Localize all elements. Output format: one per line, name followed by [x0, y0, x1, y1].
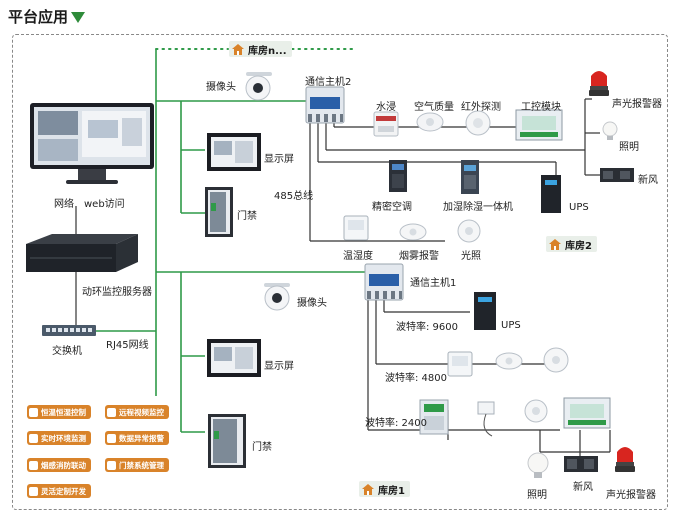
temp-humid-label: 温湿度 [343, 251, 373, 262]
host-1-label: 通信主机1 [410, 278, 457, 289]
room-n-tag: 库房n... [229, 41, 292, 57]
precision-ac-label: 精密空调 [372, 202, 412, 213]
monitor-icon [30, 103, 154, 184]
feature-badge: 门禁系统管理 [105, 458, 169, 472]
bus-485-label: 485总线 [274, 191, 314, 202]
lower-alarm-label: 声光报警器 [606, 490, 656, 501]
alarm-label: 声光报警器 [612, 99, 662, 110]
feature-badge: 恒温恒湿控制 [27, 405, 91, 419]
lower-display-icon [207, 339, 261, 377]
light-bulb-icon [602, 121, 618, 140]
switch-label: 交换机 [52, 346, 82, 357]
lower-round-sensor-icon [524, 399, 548, 423]
infrared-sensor-icon [465, 110, 491, 136]
network-label: 网络 [54, 199, 74, 210]
water-label: 水浸 [376, 102, 396, 113]
control-module-label: 工控模块 [521, 102, 561, 113]
humidifier-label: 加湿除湿一体机 [443, 202, 513, 213]
upper-display-icon [207, 133, 261, 171]
host-2-icon [305, 86, 345, 124]
lower-smoke-detector-icon [495, 352, 523, 370]
ups-lower-icon [474, 292, 496, 330]
server-icon [26, 234, 138, 272]
lower-fresh-air-icon [564, 456, 598, 472]
lower-display-label: 显示屏 [264, 361, 294, 372]
feature-badge: 数据异常报警 [105, 431, 169, 445]
lower-door-icon [208, 414, 246, 468]
feature-badge: 远程视频监控 [105, 405, 169, 419]
baud-2400-label: 波特率: 2400 [365, 418, 427, 429]
room-1-tag: 库房1 [359, 481, 410, 497]
lower-camera-icon [264, 283, 290, 311]
feature-badge: 实时环境监测 [27, 431, 91, 445]
lower-light-bulb-icon [527, 452, 549, 478]
server-label: 动环监控服务器 [82, 287, 152, 298]
smoke-label: 烟雾报警 [399, 251, 439, 262]
feature-icon [29, 433, 38, 443]
web-access-label: web访问 [84, 199, 125, 210]
lower-camera-label: 摄像头 [297, 298, 327, 309]
light-sensor-label: 光照 [461, 251, 481, 262]
lighting-label: 照明 [619, 142, 639, 153]
alarm-icon [589, 71, 609, 96]
upper-camera-icon [245, 72, 272, 101]
infrared-label: 红外探测 [461, 102, 501, 113]
rj45-label: RJ45网线 [106, 340, 149, 351]
network-trunk [96, 49, 368, 433]
ups-upper-icon [541, 175, 561, 213]
temp-humid-sensor-icon [343, 215, 369, 241]
triangle-down-icon [71, 12, 86, 23]
baud-4800-label: 波特率: 4800 [385, 373, 447, 384]
air-quality-label: 空气质量 [414, 102, 454, 113]
feature-icon [107, 407, 116, 417]
upper-door-label: 门禁 [237, 211, 257, 222]
upper-display-label: 显示屏 [264, 154, 294, 165]
upper-door-icon [205, 187, 233, 237]
feature-badge: 灵活定制开发 [27, 484, 91, 498]
host-2-label: 通信主机2 [305, 77, 352, 88]
feature-icon [29, 486, 38, 496]
lower-door-label: 门禁 [252, 442, 272, 453]
smoke-detector-icon [399, 223, 427, 241]
precision-ac-icon [389, 160, 407, 192]
feature-badge: 烟感消防联动 [27, 458, 91, 472]
control-module-icon [515, 109, 563, 141]
baud-9600-label: 波特率: 9600 [396, 322, 458, 333]
lower-fresh-air-label: 新风 [573, 482, 593, 493]
room-2-tag: 库房2 [546, 236, 597, 252]
humidifier-icon [461, 160, 479, 194]
feature-icon [29, 407, 38, 417]
light-sensor-icon [457, 219, 481, 243]
host-1-icon [364, 263, 404, 301]
ups-upper-label: UPS [569, 202, 589, 213]
sensor-probe-icon [477, 401, 495, 437]
lower-alarm-icon [615, 447, 635, 472]
lower-control-module-icon [563, 397, 611, 429]
fresh-air-label: 新风 [638, 175, 658, 186]
relay-module-icon [419, 399, 449, 435]
lower-light-sensor-icon [543, 347, 569, 373]
feature-icon [29, 460, 38, 470]
feature-icon [107, 460, 116, 470]
home-icon [362, 483, 374, 495]
ups-lower-label: UPS [501, 320, 521, 331]
switch-icon [42, 325, 96, 336]
page-title: 平台应用 [8, 6, 86, 27]
feature-icon [107, 433, 116, 443]
upper-camera-label: 摄像头 [206, 82, 236, 93]
air-quality-sensor-icon [416, 112, 444, 132]
lower-temp-humid-sensor-icon [447, 351, 473, 377]
home-icon [549, 238, 561, 250]
fresh-air-icon [600, 168, 634, 182]
lower-lighting-label: 照明 [527, 490, 547, 501]
home-icon [232, 43, 244, 55]
water-sensor-icon [373, 111, 399, 137]
diagram-frame [12, 34, 668, 510]
